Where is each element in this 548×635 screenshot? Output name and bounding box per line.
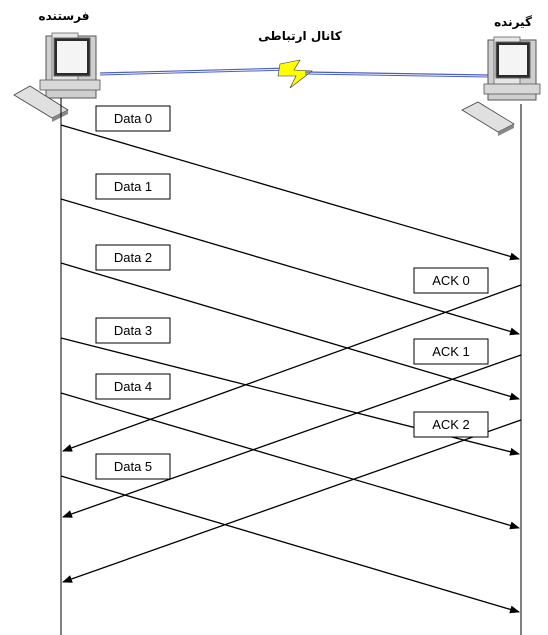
communication-channel [100,60,488,88]
data-5-label: Data 5 [114,459,152,474]
receiver-label: گیرنده [494,15,532,29]
data-4-label: Data 4 [114,379,152,394]
sender-computer-icon [14,33,100,122]
ack-0-label: ACK 0 [432,273,470,288]
data-0-label: Data 0 [114,111,152,126]
data-2-box: Data 2 [96,245,170,270]
ack-1-label: ACK 1 [432,344,470,359]
ack-2-box: ACK 2 [414,412,488,437]
data-4-box: Data 4 [96,374,170,399]
ack-1-box: ACK 1 [414,339,488,364]
data-2-label: Data 2 [114,250,152,265]
channel-label: کانال ارتباطی [258,29,341,43]
data-3-box: Data 3 [96,318,170,343]
ack-2-label: ACK 2 [432,417,470,432]
ack-0-box: ACK 0 [414,268,488,293]
data-3-label: Data 3 [114,323,152,338]
data-5-arrow [61,476,519,612]
data-1-box: Data 1 [96,174,170,199]
data-5-box: Data 5 [96,454,170,479]
data-0-box: Data 0 [96,106,170,131]
ack-2-arrow [63,420,521,582]
sender-label: فرستنده [39,9,90,23]
receiver-computer-icon [462,37,540,136]
data-1-label: Data 1 [114,179,152,194]
